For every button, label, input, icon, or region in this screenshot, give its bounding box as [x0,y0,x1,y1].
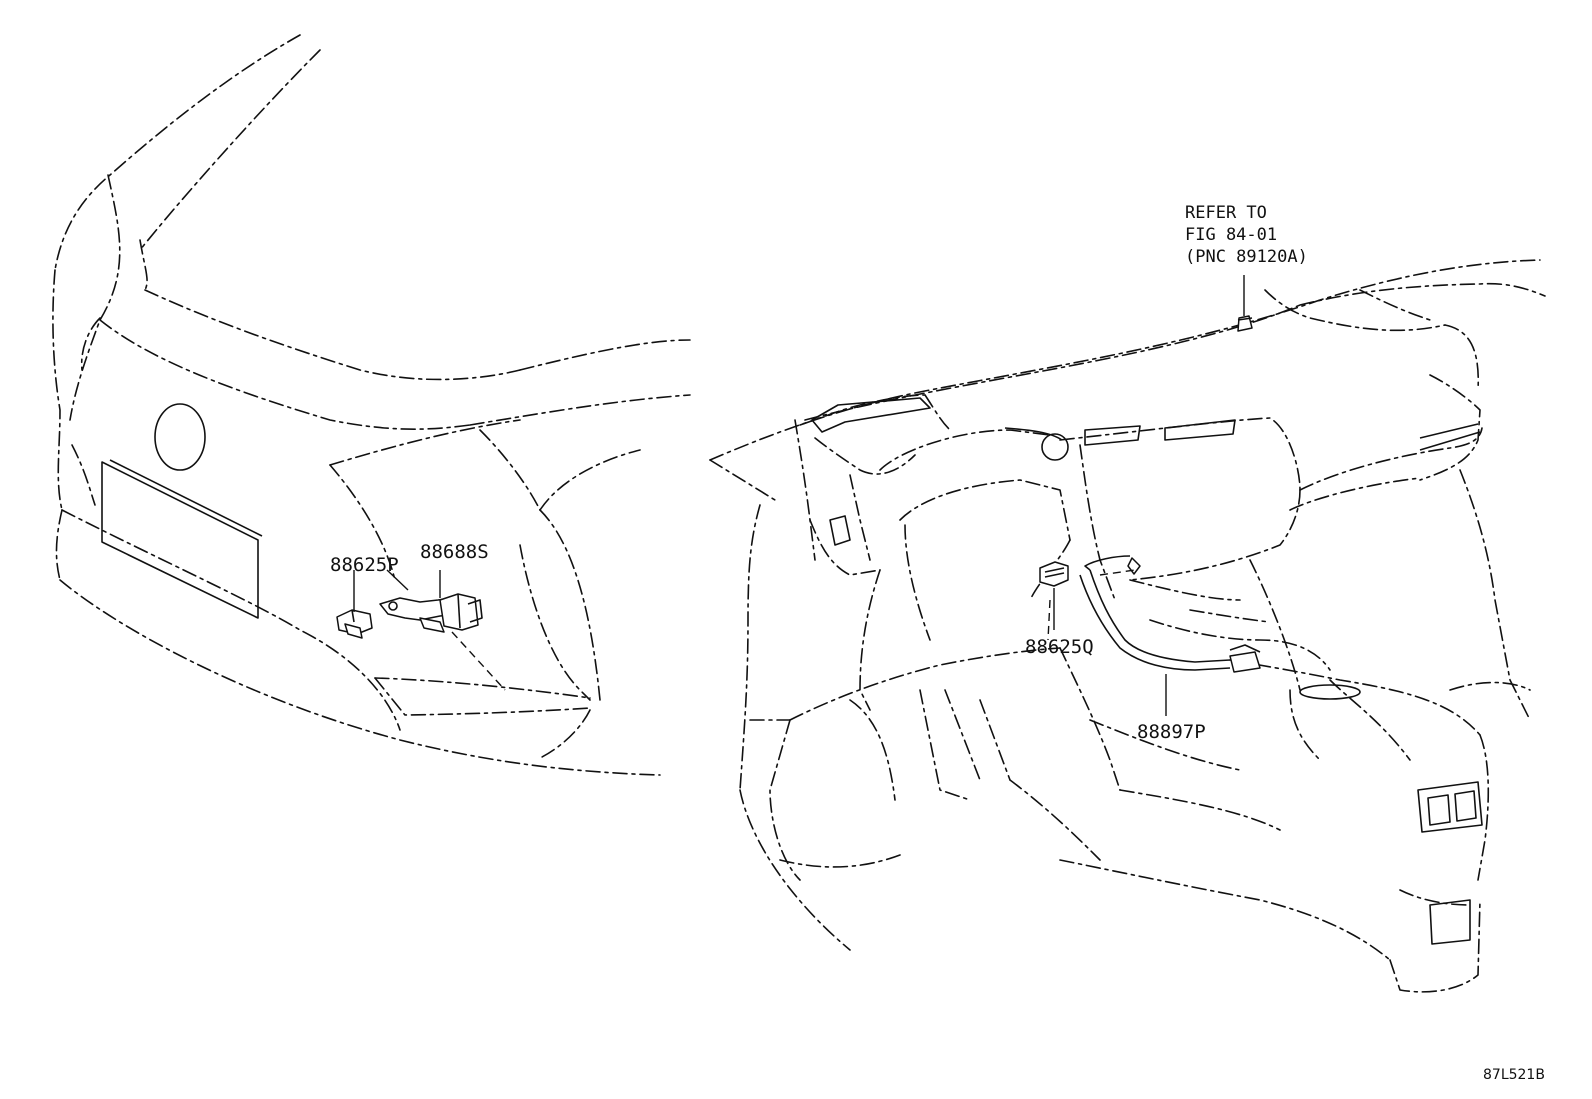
label-88688S: 88688S [420,541,489,563]
rear-vehicle-outline [52,34,691,776]
part-89120A-sensor [1237,315,1253,332]
leaders-right [1047,275,1245,716]
rear-emblem [154,403,206,471]
reference-note-line1: REFER TO [1185,203,1267,223]
drawing-code: 87L521B [1483,1067,1545,1083]
part-88688S-relay-bracket [379,593,483,633]
part-88897P-harness [1079,555,1261,673]
label-88625P: 88625P [330,554,399,576]
center-vents [1004,419,1481,461]
part-88625P-connector [336,609,373,639]
part-88625Q-connector [1039,561,1069,587]
reference-note-line2: FIG 84-01 [1185,225,1277,245]
license-plate-area [101,459,263,619]
leaders-left [353,569,506,691]
label-88625Q: 88625Q [1025,636,1094,658]
left-side-vent [811,397,931,546]
reference-note-line3: (PNC 89120A) [1185,247,1308,267]
gear-shift-area [1229,644,1361,700]
label-88897P: 88897P [1137,721,1206,743]
rear-console-vents [1417,781,1483,945]
instrument-panel-outline [709,259,1546,993]
